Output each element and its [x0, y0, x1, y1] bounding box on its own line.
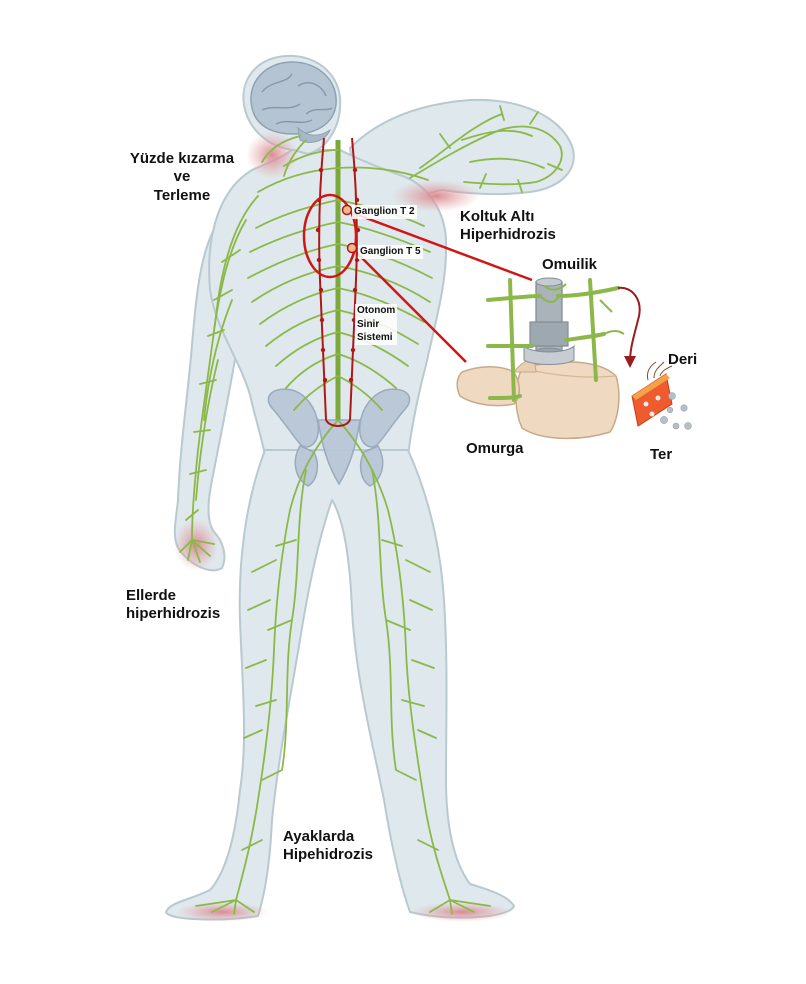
vertebra-process [456, 366, 520, 407]
pointer-lines [349, 210, 533, 363]
sweat-droplets [660, 392, 692, 430]
nerve-network [179, 105, 563, 915]
ganglion-highlight-circle [302, 193, 358, 279]
label-armpit-line-2: Hiperhidrozis [460, 226, 556, 244]
label-face-line-2: ve [173, 168, 191, 186]
label-skin: Deri [668, 351, 698, 368]
label-ans-line-1: Otonom [357, 305, 396, 316]
label-hands-line-2: hiperhidrozis [126, 605, 221, 623]
label-sweat: Ter [650, 446, 673, 463]
label-hands-line-1: Ellerde [126, 587, 177, 604]
label-armpit-line-1: Koltuk Altı [460, 208, 535, 225]
label-ganglion-t5: Ganglion T 5 [358, 245, 423, 259]
brain [250, 61, 337, 143]
skin-block [631, 361, 673, 427]
ganglion-chain [318, 137, 358, 427]
label-ans-line-2: Sinir [357, 318, 380, 330]
label-face-line-3: Terleme [153, 186, 211, 204]
label-ganglion-t2: Ganglion T 2 [352, 205, 417, 219]
label-armpit: Koltuk Altı Hiperhidrozis [460, 208, 556, 245]
label-face-line-1: Yüzde kızarma [129, 150, 235, 167]
vertebra-body [515, 361, 620, 440]
pelvis [267, 388, 411, 487]
label-spine: Omurga [466, 440, 524, 457]
label-autonomic-nervous-system: Otonom Sinir Sistemi [355, 304, 398, 345]
label-feet-line-1: Ayaklarda [283, 828, 355, 845]
sweat-nerve-arrow [617, 286, 641, 363]
label-face-flushing: Yüzde kızarma ve Terleme [118, 150, 246, 205]
label-feet: Ayaklarda Hipehidrozis [283, 828, 373, 865]
vertebra-inset [456, 277, 692, 440]
ganglion-t2-marker [341, 204, 353, 216]
label-hands: Ellerde hiperhidrozis [126, 587, 220, 624]
label-feet-line-2: Hipehidrozis [283, 846, 374, 864]
label-ans-line-3: Sistemi [357, 332, 393, 343]
label-spinal-cord: Omuilik [542, 256, 598, 273]
ganglion-t5-marker [346, 242, 358, 254]
